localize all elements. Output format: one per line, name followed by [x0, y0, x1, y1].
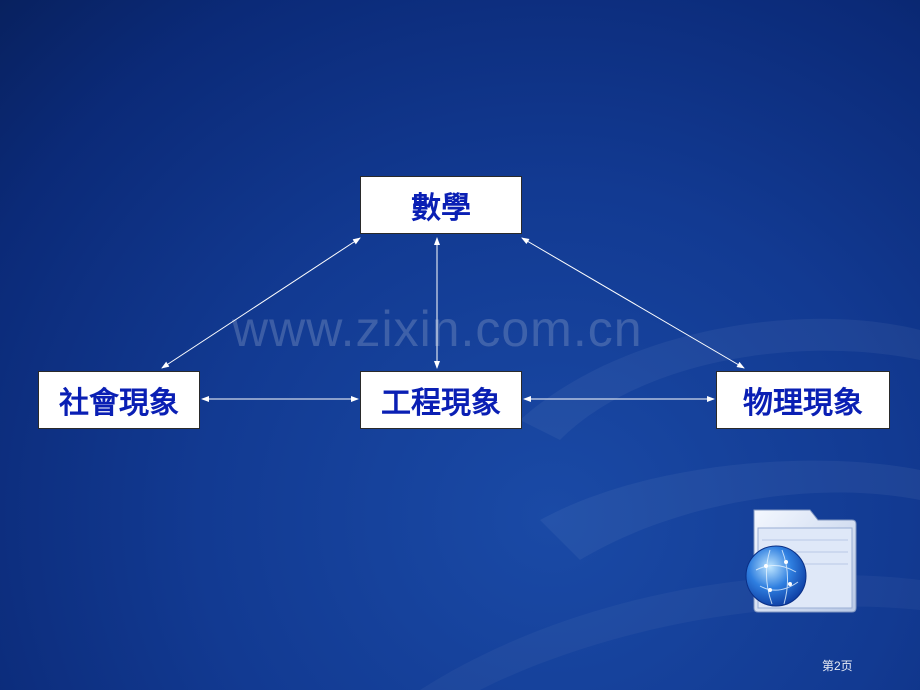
- node-social-phenomena: 社會現象: [38, 371, 200, 429]
- node-engineering-phenomena: 工程現象: [360, 371, 522, 429]
- node-social-label: 社會現象: [59, 386, 179, 421]
- node-physical-phenomena: 物理現象: [716, 371, 890, 429]
- folder-globe-icon: [745, 509, 857, 613]
- node-engineering-label: 工程現象: [381, 386, 501, 421]
- node-physical-label: 物理現象: [743, 386, 863, 421]
- node-math: 數學: [360, 176, 522, 234]
- arrow-math-physical: [521, 237, 745, 369]
- page-number: 第2页: [822, 659, 853, 673]
- arrow-math-social: [161, 237, 361, 369]
- node-math-label: 數學: [411, 191, 471, 226]
